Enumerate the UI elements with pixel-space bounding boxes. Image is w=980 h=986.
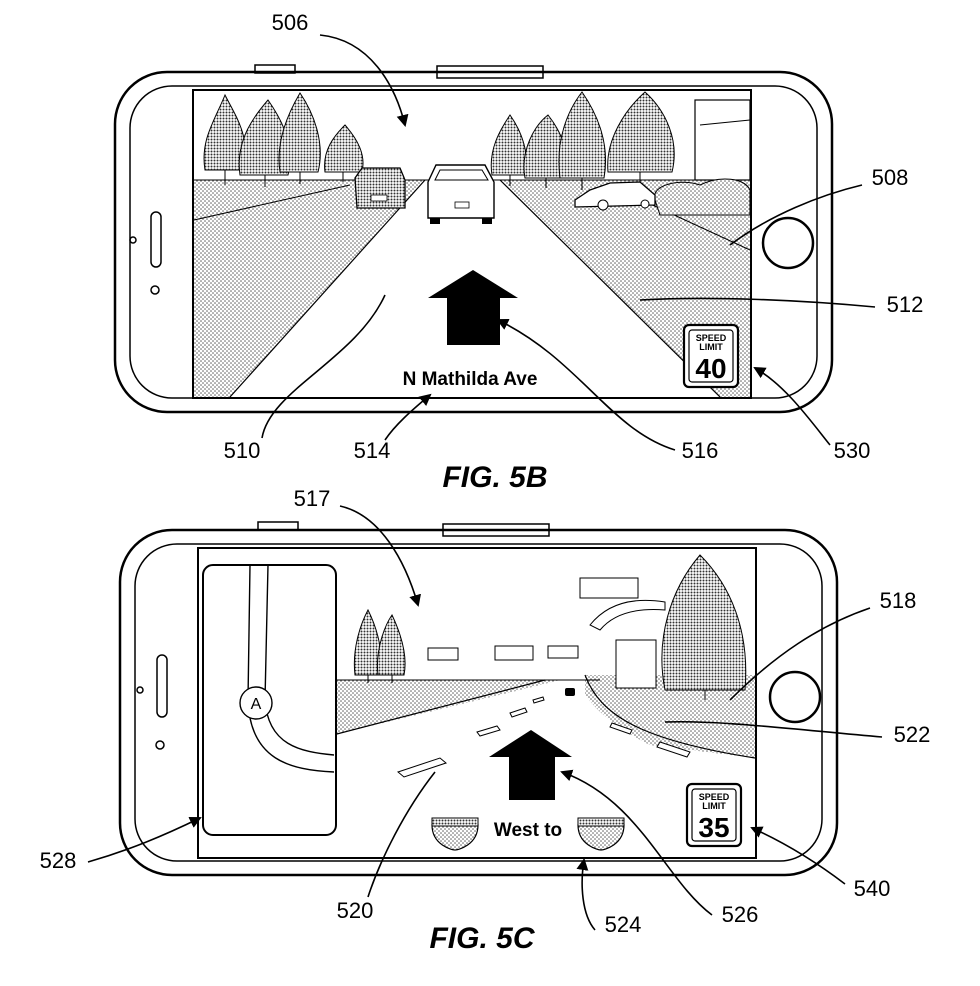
- leader-508: [729, 184, 863, 246]
- ref-508: 508: [872, 165, 909, 190]
- leader-520: [367, 771, 436, 898]
- lane-dashes-5c: [396, 696, 691, 778]
- mini-map-5c: A: [202, 564, 337, 836]
- route-shield-right-5c: [577, 817, 625, 851]
- nav-arrow-5c: [489, 730, 572, 800]
- street-name: N Mathilda Ave: [403, 369, 538, 390]
- speed-limit-line2-5c: LIMIT: [702, 801, 726, 811]
- phone-body-5b: [113, 70, 834, 414]
- phone-side-button-5b: [254, 64, 296, 74]
- roadside-right-5c: [585, 675, 755, 758]
- camera-dot-5c: [136, 686, 144, 694]
- leader-524: [576, 858, 596, 931]
- road-edge-right-5c: [584, 674, 756, 759]
- leader-510: [261, 294, 386, 439]
- leader-528: [87, 816, 202, 863]
- road-side-line-5b: [193, 184, 351, 221]
- leader-517: [339, 505, 421, 607]
- parked-car-5b: [574, 181, 656, 211]
- speed-limit-line2-5b: LIMIT: [699, 342, 723, 352]
- phone-body-5c: [118, 528, 839, 877]
- leader-516: [496, 318, 676, 451]
- speed-limit-value-5c: 35: [698, 812, 729, 843]
- trees-5c: [353, 554, 747, 700]
- distant-car-5c: [565, 688, 575, 696]
- leader-540: [750, 826, 846, 885]
- home-button-5c: [768, 670, 822, 724]
- map-marker-a: [239, 686, 273, 720]
- phone-side-button-5c: [257, 521, 299, 531]
- leader-526: [560, 769, 713, 916]
- ref-517: 517: [294, 486, 331, 511]
- nav-arrow-5b: [428, 270, 518, 345]
- leader-530: [753, 367, 831, 446]
- ref-506: 506: [272, 10, 309, 35]
- home-button-5b: [761, 216, 815, 270]
- speed-limit-sign-5c: SPEED LIMIT 35: [685, 782, 743, 848]
- caption-5c: FIG. 5C: [429, 922, 535, 955]
- speed-limit-line1-5b: SPEED: [696, 333, 727, 343]
- road-edge-left-5c: [332, 679, 546, 736]
- caption-5b: FIG. 5B: [442, 461, 547, 494]
- speed-limit-line1-5c: SPEED: [699, 792, 730, 802]
- speed-limit-sign-5b: SPEED LIMIT 40: [682, 323, 740, 389]
- leader-514: [384, 393, 432, 441]
- ref-528: 528: [40, 848, 77, 873]
- trees-right-5b: [490, 91, 675, 190]
- ref-514: 514: [354, 438, 391, 463]
- map-marker-label: A: [251, 696, 262, 713]
- phone-top-button-5c: [442, 523, 550, 537]
- trees-left-5b: [203, 92, 364, 187]
- ref-526: 526: [722, 902, 759, 927]
- leader-518: [729, 607, 871, 701]
- buildings-5c: [427, 577, 666, 689]
- ref-518: 518: [880, 588, 917, 613]
- leader-512: [639, 297, 876, 308]
- road-edge-left-5b: [229, 179, 426, 398]
- leader-506: [319, 34, 409, 127]
- ref-530: 530: [834, 438, 871, 463]
- roadside-left-5c: [333, 680, 560, 735]
- ref-520: 520: [337, 898, 374, 923]
- ref-524: 524: [605, 912, 642, 937]
- leader-522: [664, 720, 883, 738]
- car-left-5b: [354, 167, 406, 209]
- sensor-dot-5b: [150, 285, 160, 295]
- speed-limit-value-5b: 40: [695, 353, 726, 384]
- ref-540: 540: [854, 876, 891, 901]
- ref-522: 522: [894, 722, 931, 747]
- building-5b: [694, 99, 751, 181]
- ref-510: 510: [224, 438, 261, 463]
- camera-dot-5b: [129, 236, 137, 244]
- figure-5b: N Mathilda Ave SPEED LIMIT 40 506 508 51…: [113, 10, 924, 494]
- phone-bezel-5c: [134, 543, 823, 862]
- instruction-text: West to: [494, 820, 562, 841]
- speaker-slot-5c: [156, 654, 168, 718]
- sensor-dot-5c: [155, 740, 165, 750]
- figure-5c: A West to SPEED LIMIT 35 517 518 522 5: [40, 486, 931, 955]
- speaker-slot-5b: [150, 211, 162, 268]
- route-shield-left-5c: [431, 817, 479, 851]
- phone-top-button-5b: [436, 65, 544, 79]
- ref-516: 516: [682, 438, 719, 463]
- ref-512: 512: [887, 292, 924, 317]
- car-center-5b: [427, 164, 495, 224]
- roadside-left-5b: [194, 180, 425, 397]
- bushes-5b: [654, 178, 751, 216]
